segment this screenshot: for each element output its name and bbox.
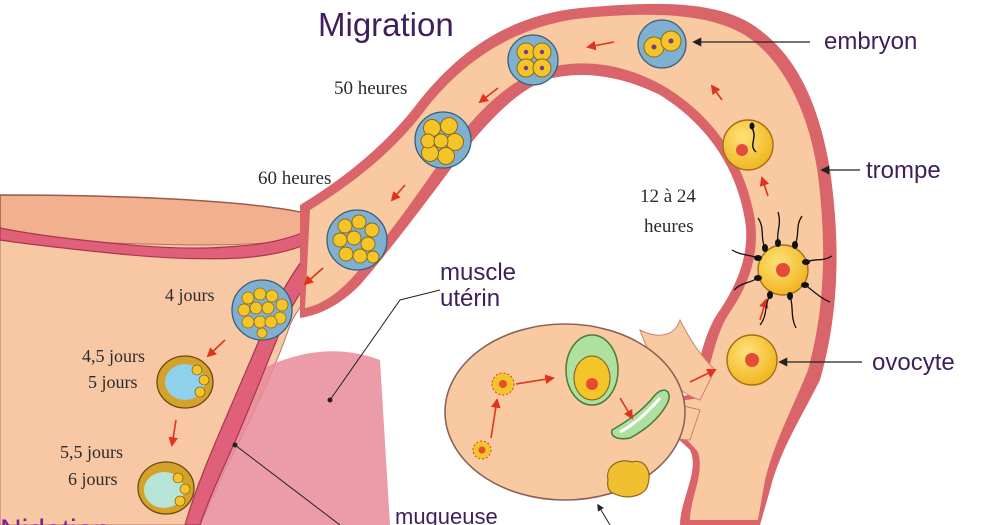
tube-arrow-8: [206, 339, 226, 358]
corpus-luteum: [607, 460, 650, 498]
follicle-mature: [565, 334, 619, 406]
tube-arrow-4: [586, 40, 615, 51]
tube-arrow-3: [710, 84, 723, 101]
tube-arrow-2: [759, 176, 769, 197]
label-muqueuse: muqueuse: [395, 504, 498, 525]
tube-arrow-7: [303, 267, 324, 286]
time-5-5j-line1: 5,5 jours: [60, 442, 123, 462]
follicle-small-1: [491, 372, 515, 396]
label-muscle: muscle: [440, 259, 516, 286]
time-4j: 4 jours: [165, 285, 215, 305]
time-12-24-line1: 12 à 24: [640, 186, 696, 207]
oocyte: [726, 334, 778, 386]
label-embryon: embryon: [824, 28, 917, 55]
label-uterin: utérin: [440, 285, 500, 312]
title-migration: Migration: [318, 6, 454, 43]
embryo-morula: [326, 209, 388, 271]
ovary-arrow-2: [490, 398, 501, 439]
embryo-4-cell: [507, 34, 559, 86]
label-nidation: Nidation: [0, 514, 110, 525]
embryo-2-cell: [637, 19, 687, 69]
uterine-mucosa: [0, 217, 346, 525]
time-60h: 60 heures: [258, 168, 331, 189]
blastocyst-late: [137, 461, 195, 515]
label-trompe: trompe: [866, 157, 941, 184]
leader-ovary: [597, 503, 611, 525]
leader-muscle: [329, 289, 441, 401]
embryo-8-cell: [414, 111, 472, 169]
ovary: [444, 323, 717, 501]
ovary-arrow-3: [619, 397, 633, 420]
blastocyst-early: [156, 355, 214, 409]
tube-arrow-9: [168, 419, 178, 447]
ovary-arrow-1: [515, 374, 555, 385]
zygote: [722, 119, 774, 171]
ruptured-follicle: [611, 389, 670, 440]
time-5-5j-line2: 6 jours: [68, 469, 118, 489]
time-50h: 50 heures: [334, 78, 407, 99]
ovary-arrow-4: [689, 368, 717, 383]
uterine-lower-muscle: [190, 351, 390, 525]
tube-arrow-5: [478, 87, 499, 104]
embryo-4-days: [231, 279, 293, 341]
follicle-small-2: [472, 440, 492, 460]
time-12-24-line2: heures: [644, 216, 694, 237]
label-ovocyte: ovocyte: [872, 349, 955, 376]
tube-arrow-6: [390, 184, 406, 202]
time-4-5j-line1: 4,5 jours: [82, 346, 145, 366]
time-4-5j-line2: 5 jours: [88, 372, 138, 392]
leader-muqueuse: [234, 444, 341, 525]
fertilisation-cell: [731, 211, 833, 329]
tube-arrow-1: [759, 298, 769, 321]
